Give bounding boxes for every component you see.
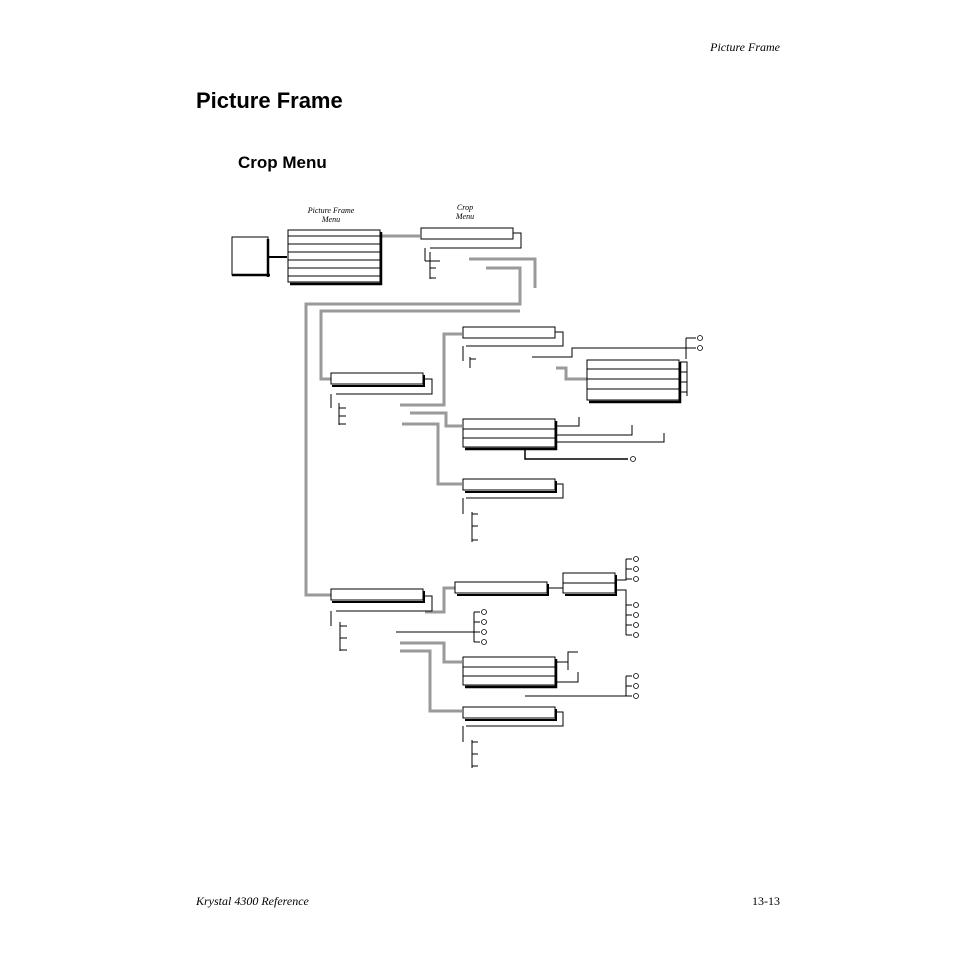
submenu-a1-box xyxy=(462,326,703,368)
submenu-a3-box xyxy=(462,478,564,542)
screen-icon xyxy=(231,236,287,277)
footer-page-number: 13-13 xyxy=(752,894,780,908)
submenu-a2-box xyxy=(462,417,665,462)
running-head: Picture Frame xyxy=(710,40,780,54)
submenu-b1-box xyxy=(454,556,639,638)
submenu-b2-box xyxy=(462,651,639,699)
footer-book-title: Krystal 4300 Reference xyxy=(196,894,309,908)
connector-lines xyxy=(304,234,588,713)
submenu-b3-box xyxy=(462,706,564,768)
picture-frame-menu-label: Picture Frame Menu xyxy=(307,206,355,224)
submenu-b-box xyxy=(330,588,487,651)
crop-menu-box xyxy=(420,227,522,279)
page-title: Picture Frame xyxy=(196,88,343,113)
section-title: Crop Menu xyxy=(238,153,327,172)
crop-menu-label: Crop Menu xyxy=(455,203,475,221)
submenu-a-box xyxy=(330,372,433,425)
submenu-a1-child-box xyxy=(586,359,688,404)
picture-frame-menu-box xyxy=(287,229,383,286)
